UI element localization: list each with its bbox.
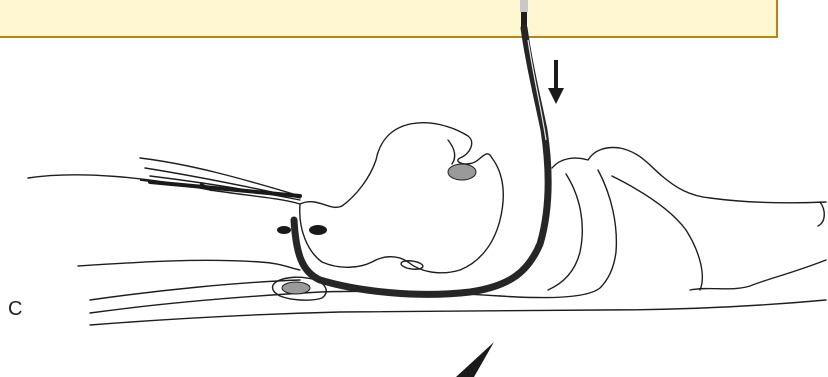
lower-contour-1 xyxy=(78,260,300,270)
organ-lobe xyxy=(300,123,504,273)
right-bump xyxy=(818,202,824,226)
down-arrow-icon xyxy=(548,60,564,104)
lower-contour-4 xyxy=(90,300,826,325)
gray-nodule-lower xyxy=(282,282,310,294)
dark-dot-right xyxy=(309,225,327,235)
right-inner-contour-1 xyxy=(548,174,582,290)
gray-nodule-upper xyxy=(448,164,476,180)
dark-dot-left xyxy=(277,226,291,234)
bottom-pointer xyxy=(456,342,494,377)
panel-label: C xyxy=(8,298,22,321)
lower-contour-2 xyxy=(90,280,300,300)
endoscope-tube xyxy=(294,0,548,294)
organ-inner-fold xyxy=(448,140,455,164)
right-structure xyxy=(552,148,826,203)
right-wavy-contour xyxy=(690,260,826,290)
forceps-icon xyxy=(140,180,300,196)
